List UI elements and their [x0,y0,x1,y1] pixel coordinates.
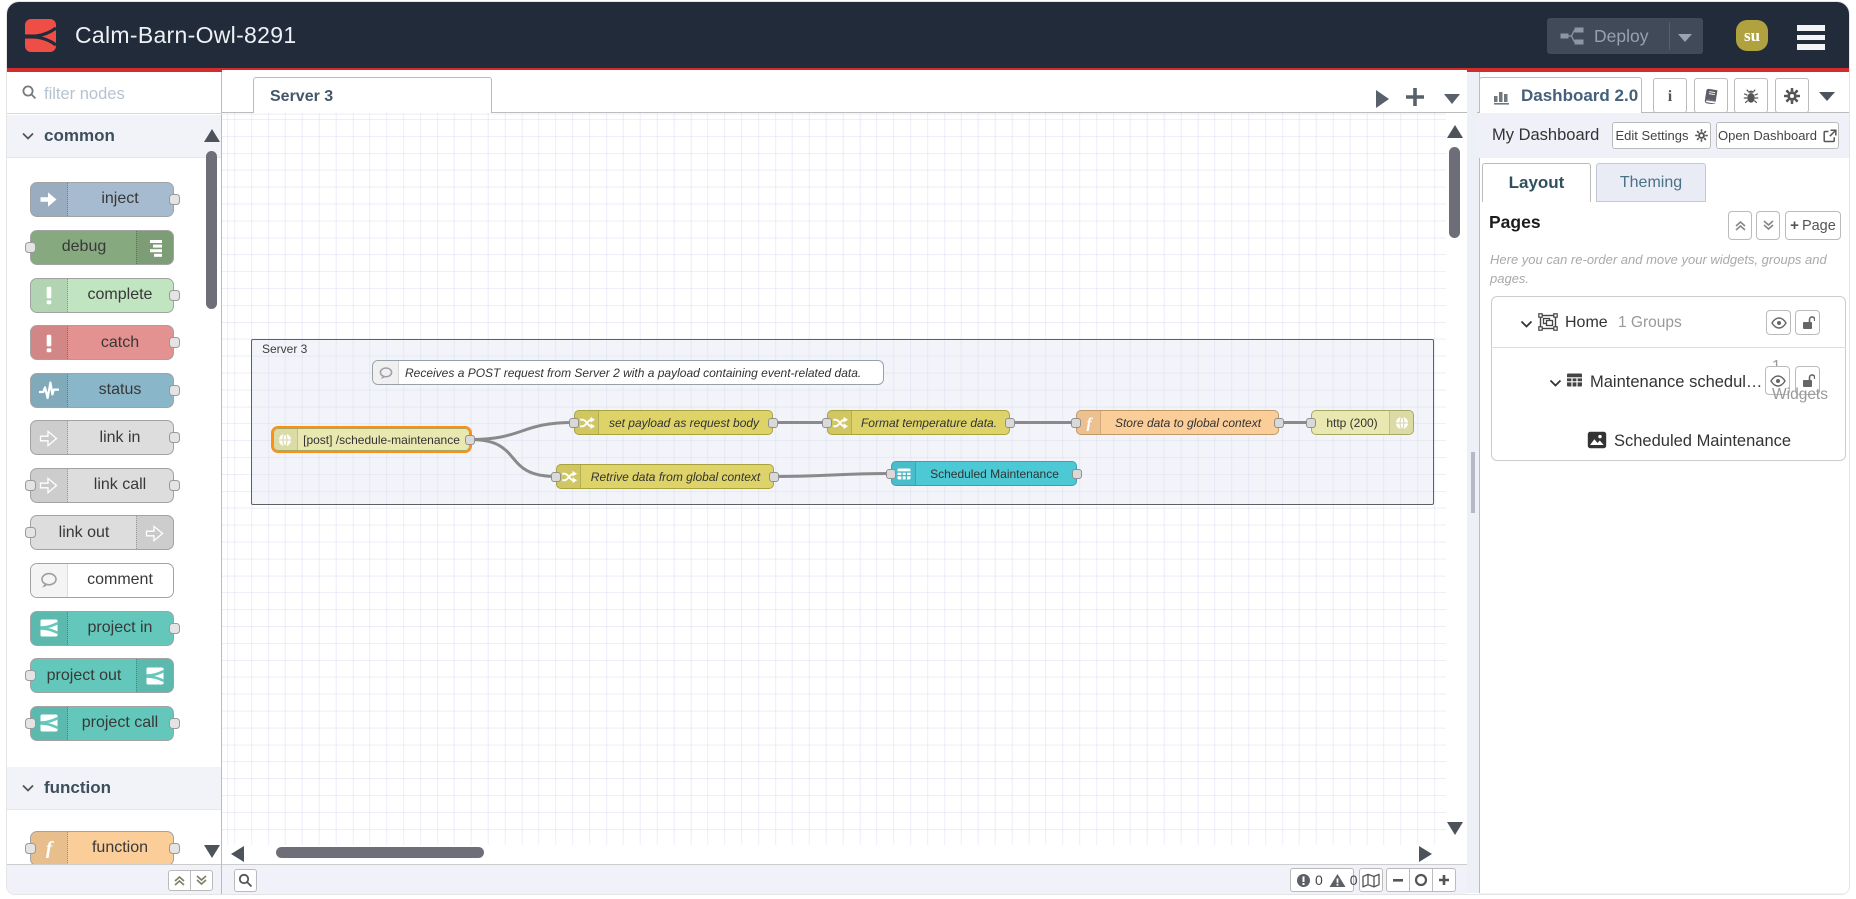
svg-text:f: f [1086,415,1093,431]
svg-text:f: f [46,838,55,858]
svg-text:i: i [1668,88,1673,104]
